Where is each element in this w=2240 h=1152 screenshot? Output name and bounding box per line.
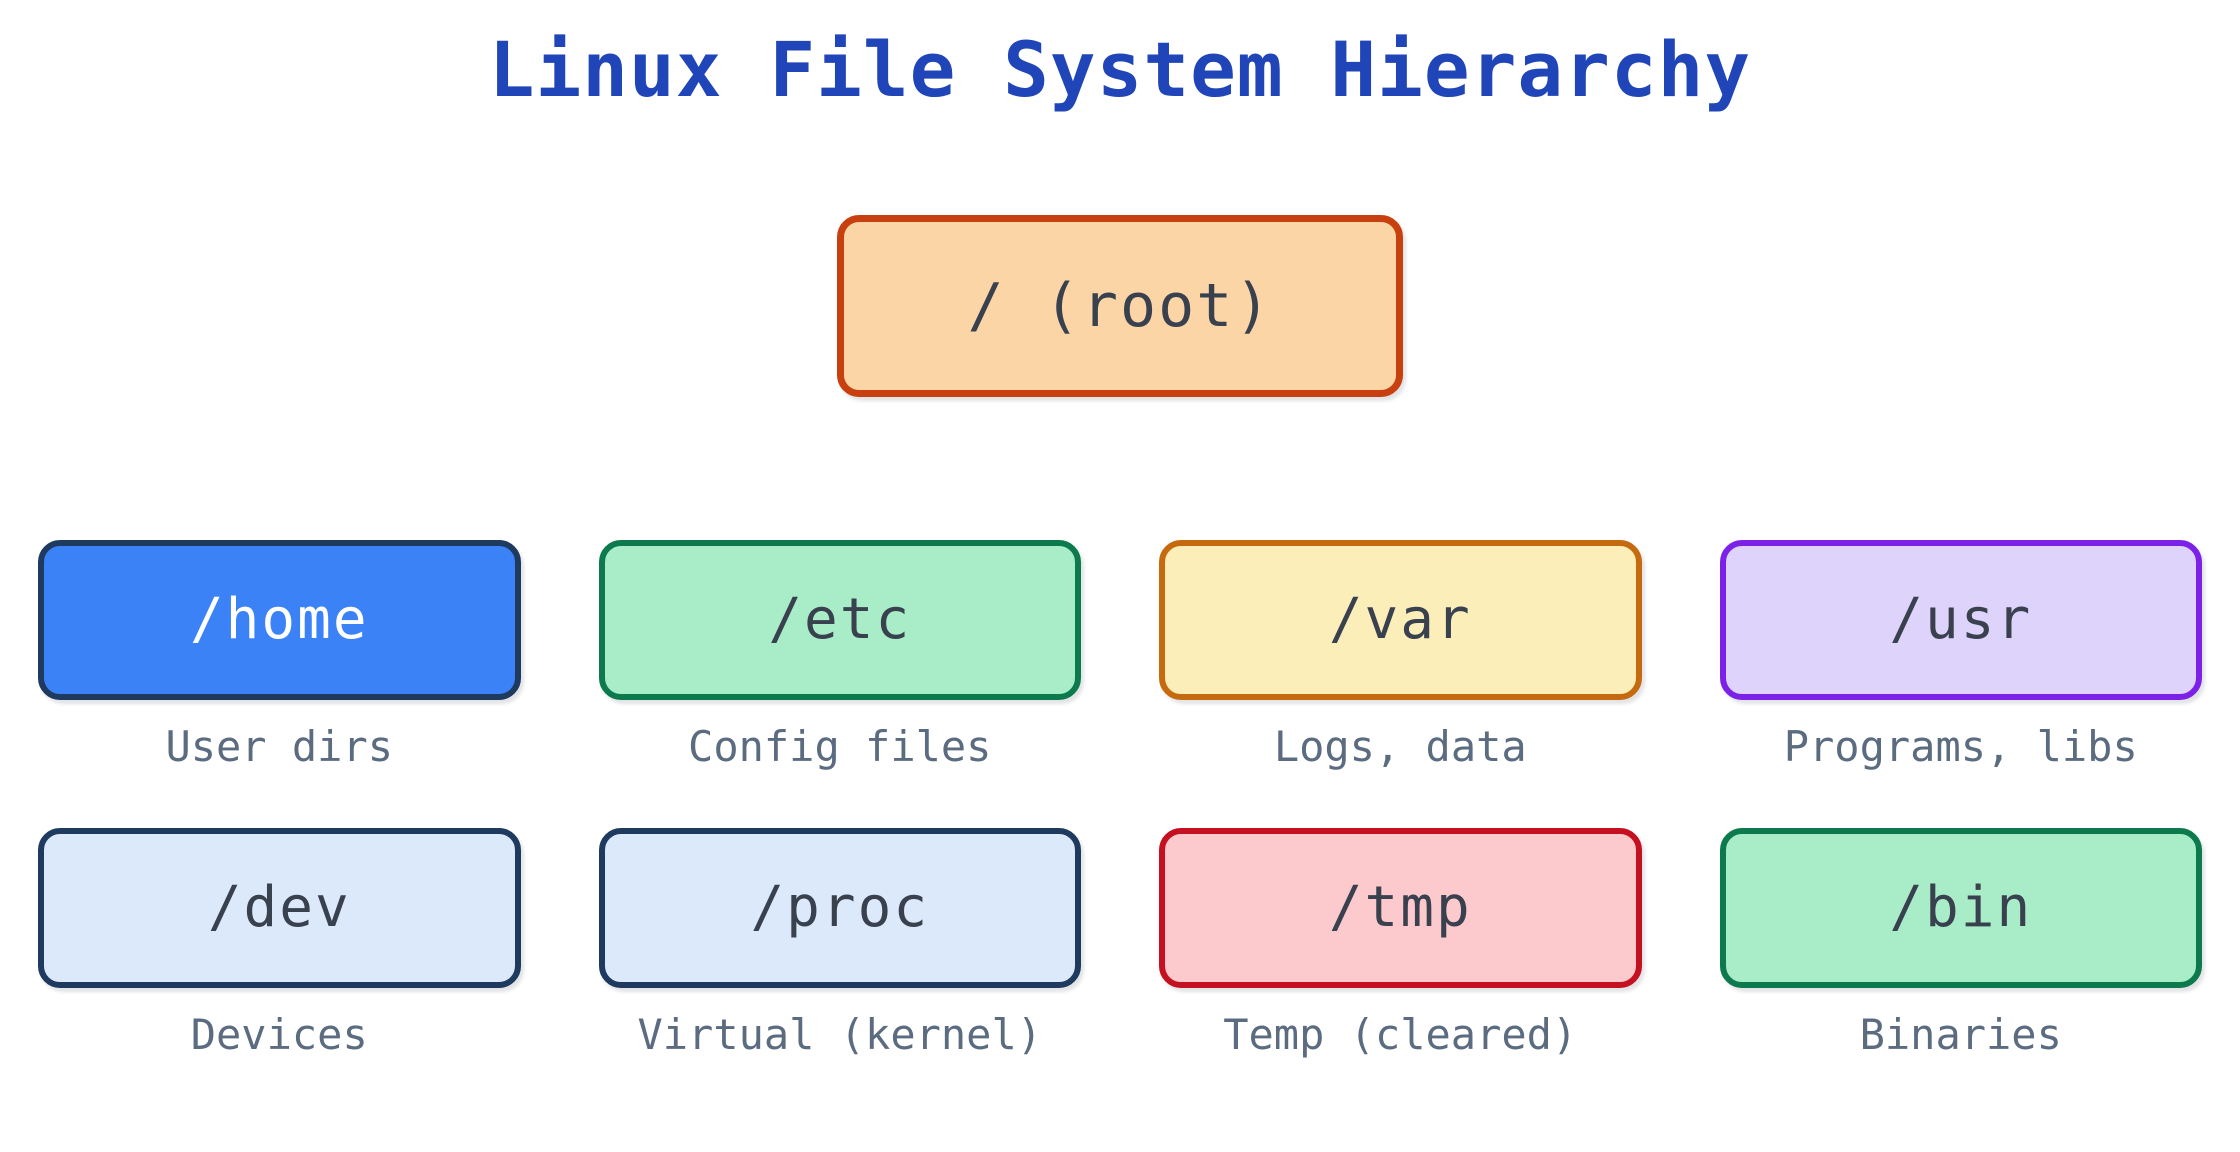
node-home-label: /home — [189, 587, 369, 652]
node-cell-tmp: /tmp Temp (cleared) — [1159, 828, 1642, 1058]
root-node-row: / (root) — [0, 215, 2240, 397]
node-cell-var: /var Logs, data — [1159, 540, 1642, 828]
child-node-grid: /home User dirs /etc Config files /var L… — [38, 540, 2202, 1058]
node-bin-caption: Binaries — [1859, 1010, 2062, 1060]
node-root-label: / (root) — [967, 271, 1273, 341]
node-proc[interactable]: /proc — [598, 828, 1081, 989]
node-proc-caption: Virtual (kernel) — [637, 1010, 1043, 1060]
node-cell-bin: /bin Binaries — [1719, 828, 2202, 1060]
page-title: Linux File System Hierarchy — [488, 25, 1752, 114]
node-var-caption: Logs, data — [1273, 722, 1527, 771]
node-tmp-label: /tmp — [1328, 875, 1472, 941]
node-bin[interactable]: /bin — [1719, 828, 2202, 989]
node-home-caption: User dirs — [165, 722, 394, 771]
node-bin-label: /bin — [1889, 875, 2033, 941]
node-var-label: /var — [1328, 587, 1472, 652]
node-tmp-caption: Temp (cleared) — [1223, 1010, 1578, 1060]
node-proc-label: /proc — [750, 875, 930, 941]
node-etc[interactable]: /etc — [598, 540, 1081, 700]
node-dev-label: /dev — [207, 875, 351, 941]
node-home[interactable]: /home — [38, 540, 521, 700]
node-cell-dev: /dev Devices — [38, 828, 521, 1058]
node-etc-caption: Config files — [688, 722, 992, 771]
node-cell-proc: /proc Virtual (kernel) — [598, 828, 1081, 1060]
node-usr-label: /usr — [1889, 587, 2033, 652]
node-root[interactable]: / (root) — [837, 215, 1403, 397]
node-var[interactable]: /var — [1159, 540, 1642, 700]
node-usr-caption: Programs, libs — [1783, 722, 2138, 771]
node-usr[interactable]: /usr — [1719, 540, 2202, 700]
node-cell-etc: /etc Config files — [598, 540, 1081, 828]
node-dev[interactable]: /dev — [38, 828, 521, 989]
node-tmp[interactable]: /tmp — [1159, 828, 1642, 989]
node-etc-label: /etc — [768, 587, 912, 652]
node-cell-home: /home User dirs — [38, 540, 521, 828]
node-cell-usr: /usr Programs, libs — [1719, 540, 2202, 828]
node-dev-caption: Devices — [190, 1010, 368, 1060]
